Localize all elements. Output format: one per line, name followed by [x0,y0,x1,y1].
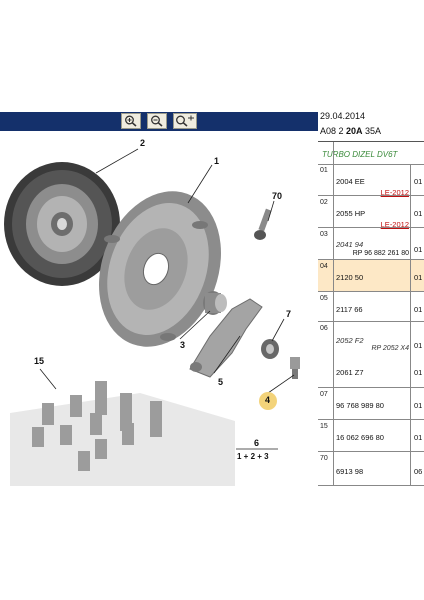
callout-15[interactable]: 15 [34,356,45,366]
engine-title: TURBO DIZEL DV6T [322,150,398,159]
zoom-in-button[interactable] [121,113,141,129]
release-bearing-drawing [203,291,227,315]
table-row[interactable]: 01 2004 EE LE-2012 01 [318,164,424,197]
clutch-assembly-illustration [4,148,300,486]
table-row[interactable]: 07 96 768 989 80 01 [318,388,424,420]
pressure-plate-drawing [99,191,221,347]
callout-70[interactable]: 70 [272,191,283,201]
callout-2[interactable]: 2 [140,138,146,148]
table-row[interactable]: 70 6913 98 06 [318,452,424,486]
document-date: 29.04.2014 [320,111,366,121]
document-code: A08 2 20A 35A [320,126,382,136]
callout-4[interactable]: 4 [265,395,271,405]
zoom-fit-button[interactable] [173,113,197,129]
parts-table: 01 2004 EE LE-2012 01 02 2055 HP LE-2012… [318,141,424,487]
callout-6[interactable]: 6 [254,438,260,448]
callout-1[interactable]: 1 [214,156,220,166]
pin-kit-drawing [10,381,235,486]
leader-lines [39,148,295,394]
toolbar [0,112,318,131]
table-row[interactable]: 03 2041 94 RP 96 882 261 80 01 [318,228,424,260]
callout-3[interactable]: 3 [180,340,186,350]
highlight-callout [259,392,277,410]
exploded-parts-diagram: 2 1 70 3 5 7 4 15 6 1 + 2 + 3 [0,131,318,486]
table-row[interactable]: 05 2117 66 01 [318,292,424,322]
table-row[interactable]: 06 2052 F2 RP 2052 X4 01 2061 Z7 01 [318,322,424,388]
zoom-out-button[interactable] [147,113,167,129]
release-fork-drawing [189,298,263,378]
table-row-highlighted[interactable]: 04 2120 50 01 [318,260,424,292]
table-row[interactable]: 02 2055 HP LE-2012 01 [318,196,424,229]
bolt-drawing [254,208,272,240]
callout-7[interactable]: 7 [286,309,292,319]
clutch-disc-drawing [4,162,120,286]
callout-5[interactable]: 5 [218,377,224,387]
zoom-out-icon [151,115,163,127]
table-row[interactable]: 15 16 062 696 80 01 [318,420,424,452]
zoom-fit-icon [176,115,194,127]
callout-6-composition: 1 + 2 + 3 [237,452,269,461]
pivot-stud-drawing [290,357,300,379]
zoom-in-icon [125,115,137,127]
